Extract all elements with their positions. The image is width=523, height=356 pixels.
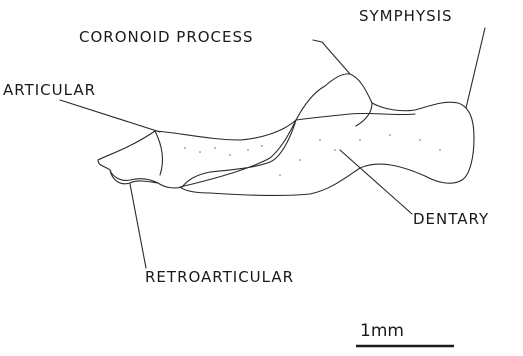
leader-dentary [340,150,412,214]
dentary-ridge [296,113,415,120]
bone-stipple [184,134,441,176]
label-coronoid-process: CORONOID PROCESS [79,30,254,45]
retroarticular-outline [110,170,158,184]
dentary-inner-line [356,103,372,126]
leader-symphysis [466,28,485,108]
leader-retroarticular [130,184,146,268]
label-articular: ARTICULAR [3,83,96,98]
leader-articular [60,100,160,132]
articular-inner-line [155,131,162,175]
dentary-outline [180,74,474,196]
label-retroarticular: RETROARTICULAR [145,270,294,285]
scale-bar-label: 1mm [360,323,404,340]
articular-outline [98,120,296,188]
leader-coronoid [313,40,350,74]
label-dentary: DENTARY [413,212,489,227]
label-symphysis: SYMPHYSIS [359,9,453,24]
